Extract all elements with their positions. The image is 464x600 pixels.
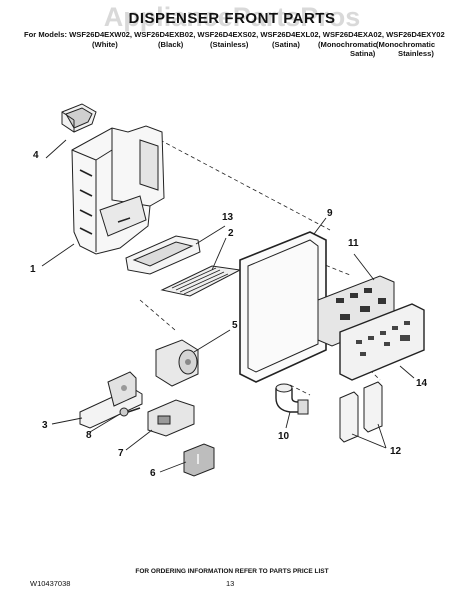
callout-8: 8	[86, 430, 92, 441]
part-12-drawing	[339, 381, 383, 443]
callout-5: 5	[232, 320, 238, 331]
callout-6: 6	[150, 468, 156, 479]
callout-4: 4	[33, 150, 39, 161]
models-line: For Models: WSF26D4EXW02, WSF26D4EXB02, …	[24, 30, 445, 39]
part-9-drawing	[239, 231, 327, 383]
part-7-drawing	[147, 399, 195, 437]
callout-13: 13	[222, 212, 234, 223]
part-10-drawing	[275, 383, 309, 415]
finish-mono-satina-1: (Monochromatic	[318, 40, 378, 49]
part-2-drawing	[160, 265, 242, 297]
ordering-note: FOR ORDERING INFORMATION REFER TO PARTS …	[135, 568, 329, 575]
page-title: DISPENSER FRONT PARTS	[128, 10, 336, 27]
finish-white: (White)	[92, 40, 118, 49]
part-13-drawing	[125, 235, 201, 275]
callout-2: 2	[228, 228, 234, 239]
leader-lines	[41, 139, 415, 473]
callout-1: 1	[30, 264, 36, 275]
callout-3: 3	[42, 420, 48, 431]
document-number: W10437038	[30, 579, 71, 588]
callout-7: 7	[118, 448, 124, 459]
finish-satina: (Satina)	[272, 40, 300, 49]
callout-11: 11	[348, 238, 359, 249]
part-4-drawing	[61, 103, 97, 133]
part-5-drawing	[155, 339, 199, 387]
finish-mono-stainless-1: (Monochromatic	[376, 40, 436, 49]
finish-black: (Black)	[158, 40, 184, 49]
part-3-drawing	[79, 371, 143, 429]
callout-14: 14	[416, 378, 428, 389]
part-6-drawing	[183, 443, 215, 477]
part-8-drawing	[119, 407, 141, 417]
finish-mono-stainless-2: Stainless)	[398, 49, 434, 58]
callout-9: 9	[327, 208, 333, 219]
page-number: 13	[226, 579, 235, 588]
finish-mono-satina-2: Satina)	[350, 49, 376, 58]
finish-labels: (White) (Black) (Stainless) (Satina) (Mo…	[0, 40, 464, 64]
part-14-drawing	[339, 303, 425, 381]
part-1-drawing	[71, 125, 165, 255]
part-11-drawing	[317, 275, 395, 347]
callout-10: 10	[278, 431, 290, 442]
callout-12: 12	[390, 446, 402, 457]
finish-stainless: (Stainless)	[210, 40, 249, 49]
